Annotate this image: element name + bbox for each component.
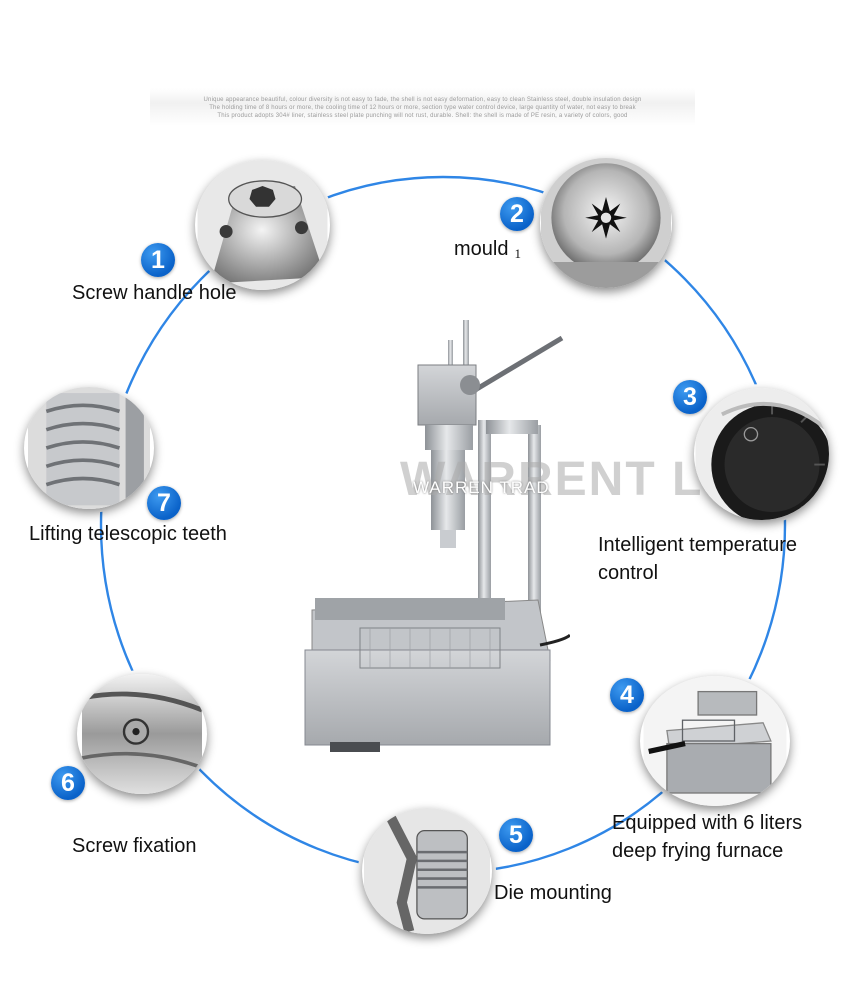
feature-5-label: Die mounting xyxy=(494,882,612,904)
feature-2-badge: 2 xyxy=(500,197,534,231)
header-description: Unique appearance beautiful, colour dive… xyxy=(170,96,675,120)
feature-6-badge: 6 xyxy=(51,766,85,800)
feature-4-label-line-1: Equipped with 6 liters xyxy=(612,812,803,834)
telescopic-teeth-photo xyxy=(28,387,150,509)
fryer-photo xyxy=(643,676,787,806)
header-line-1: Unique appearance beautiful, colour dive… xyxy=(203,97,642,103)
feature-1-label: Screw handle hole xyxy=(72,282,237,304)
header-line-2: The holding time of 8 hours or more, the… xyxy=(209,105,636,111)
feature-3-label: Intelligent temperature control xyxy=(598,531,797,587)
feature-6-photo xyxy=(77,674,207,794)
temperature-knob-photo xyxy=(695,388,829,520)
feature-4-badge: 4 xyxy=(610,678,644,712)
screw-handle-hole-photo xyxy=(197,160,328,290)
feature-2-label-text: mould xyxy=(454,238,509,260)
feature-7-label: Lifting telescopic teeth xyxy=(29,523,227,545)
star-mould-photo xyxy=(541,158,671,288)
feature-1-photo xyxy=(195,160,330,290)
feature-2-label: mould 1 xyxy=(454,235,521,268)
feature-3-label-line-1: Intelligent temperature xyxy=(598,534,798,556)
feature-4-label: Equipped with 6 liters deep frying furna… xyxy=(612,809,802,865)
feature-5-photo xyxy=(362,808,492,934)
screw-fixation-photo xyxy=(81,674,203,794)
feature-7-badge: 7 xyxy=(147,486,181,520)
feature-4-photo xyxy=(640,676,790,806)
header-band xyxy=(150,88,695,126)
feature-7-photo xyxy=(24,387,154,509)
header-line-3: This product adopts 304# liner, stainles… xyxy=(217,113,628,119)
churro-machine-photo xyxy=(304,320,570,752)
feature-2-photo xyxy=(540,158,672,288)
feature-3-badge: 3 xyxy=(673,380,707,414)
die-mount-photo xyxy=(364,808,490,934)
feature-3-label-line-2: control xyxy=(598,562,659,584)
watermark-sub: WARREN TRAD xyxy=(413,478,550,497)
feature-6-label: Screw fixation xyxy=(72,835,197,857)
feature-1-badge: 1 xyxy=(141,243,175,277)
feature-2-label-suffix: 1 xyxy=(514,246,521,261)
feature-4-label-line-2: deep frying furnace xyxy=(612,840,784,862)
feature-3-photo xyxy=(694,388,829,520)
feature-5-badge: 5 xyxy=(499,818,533,852)
